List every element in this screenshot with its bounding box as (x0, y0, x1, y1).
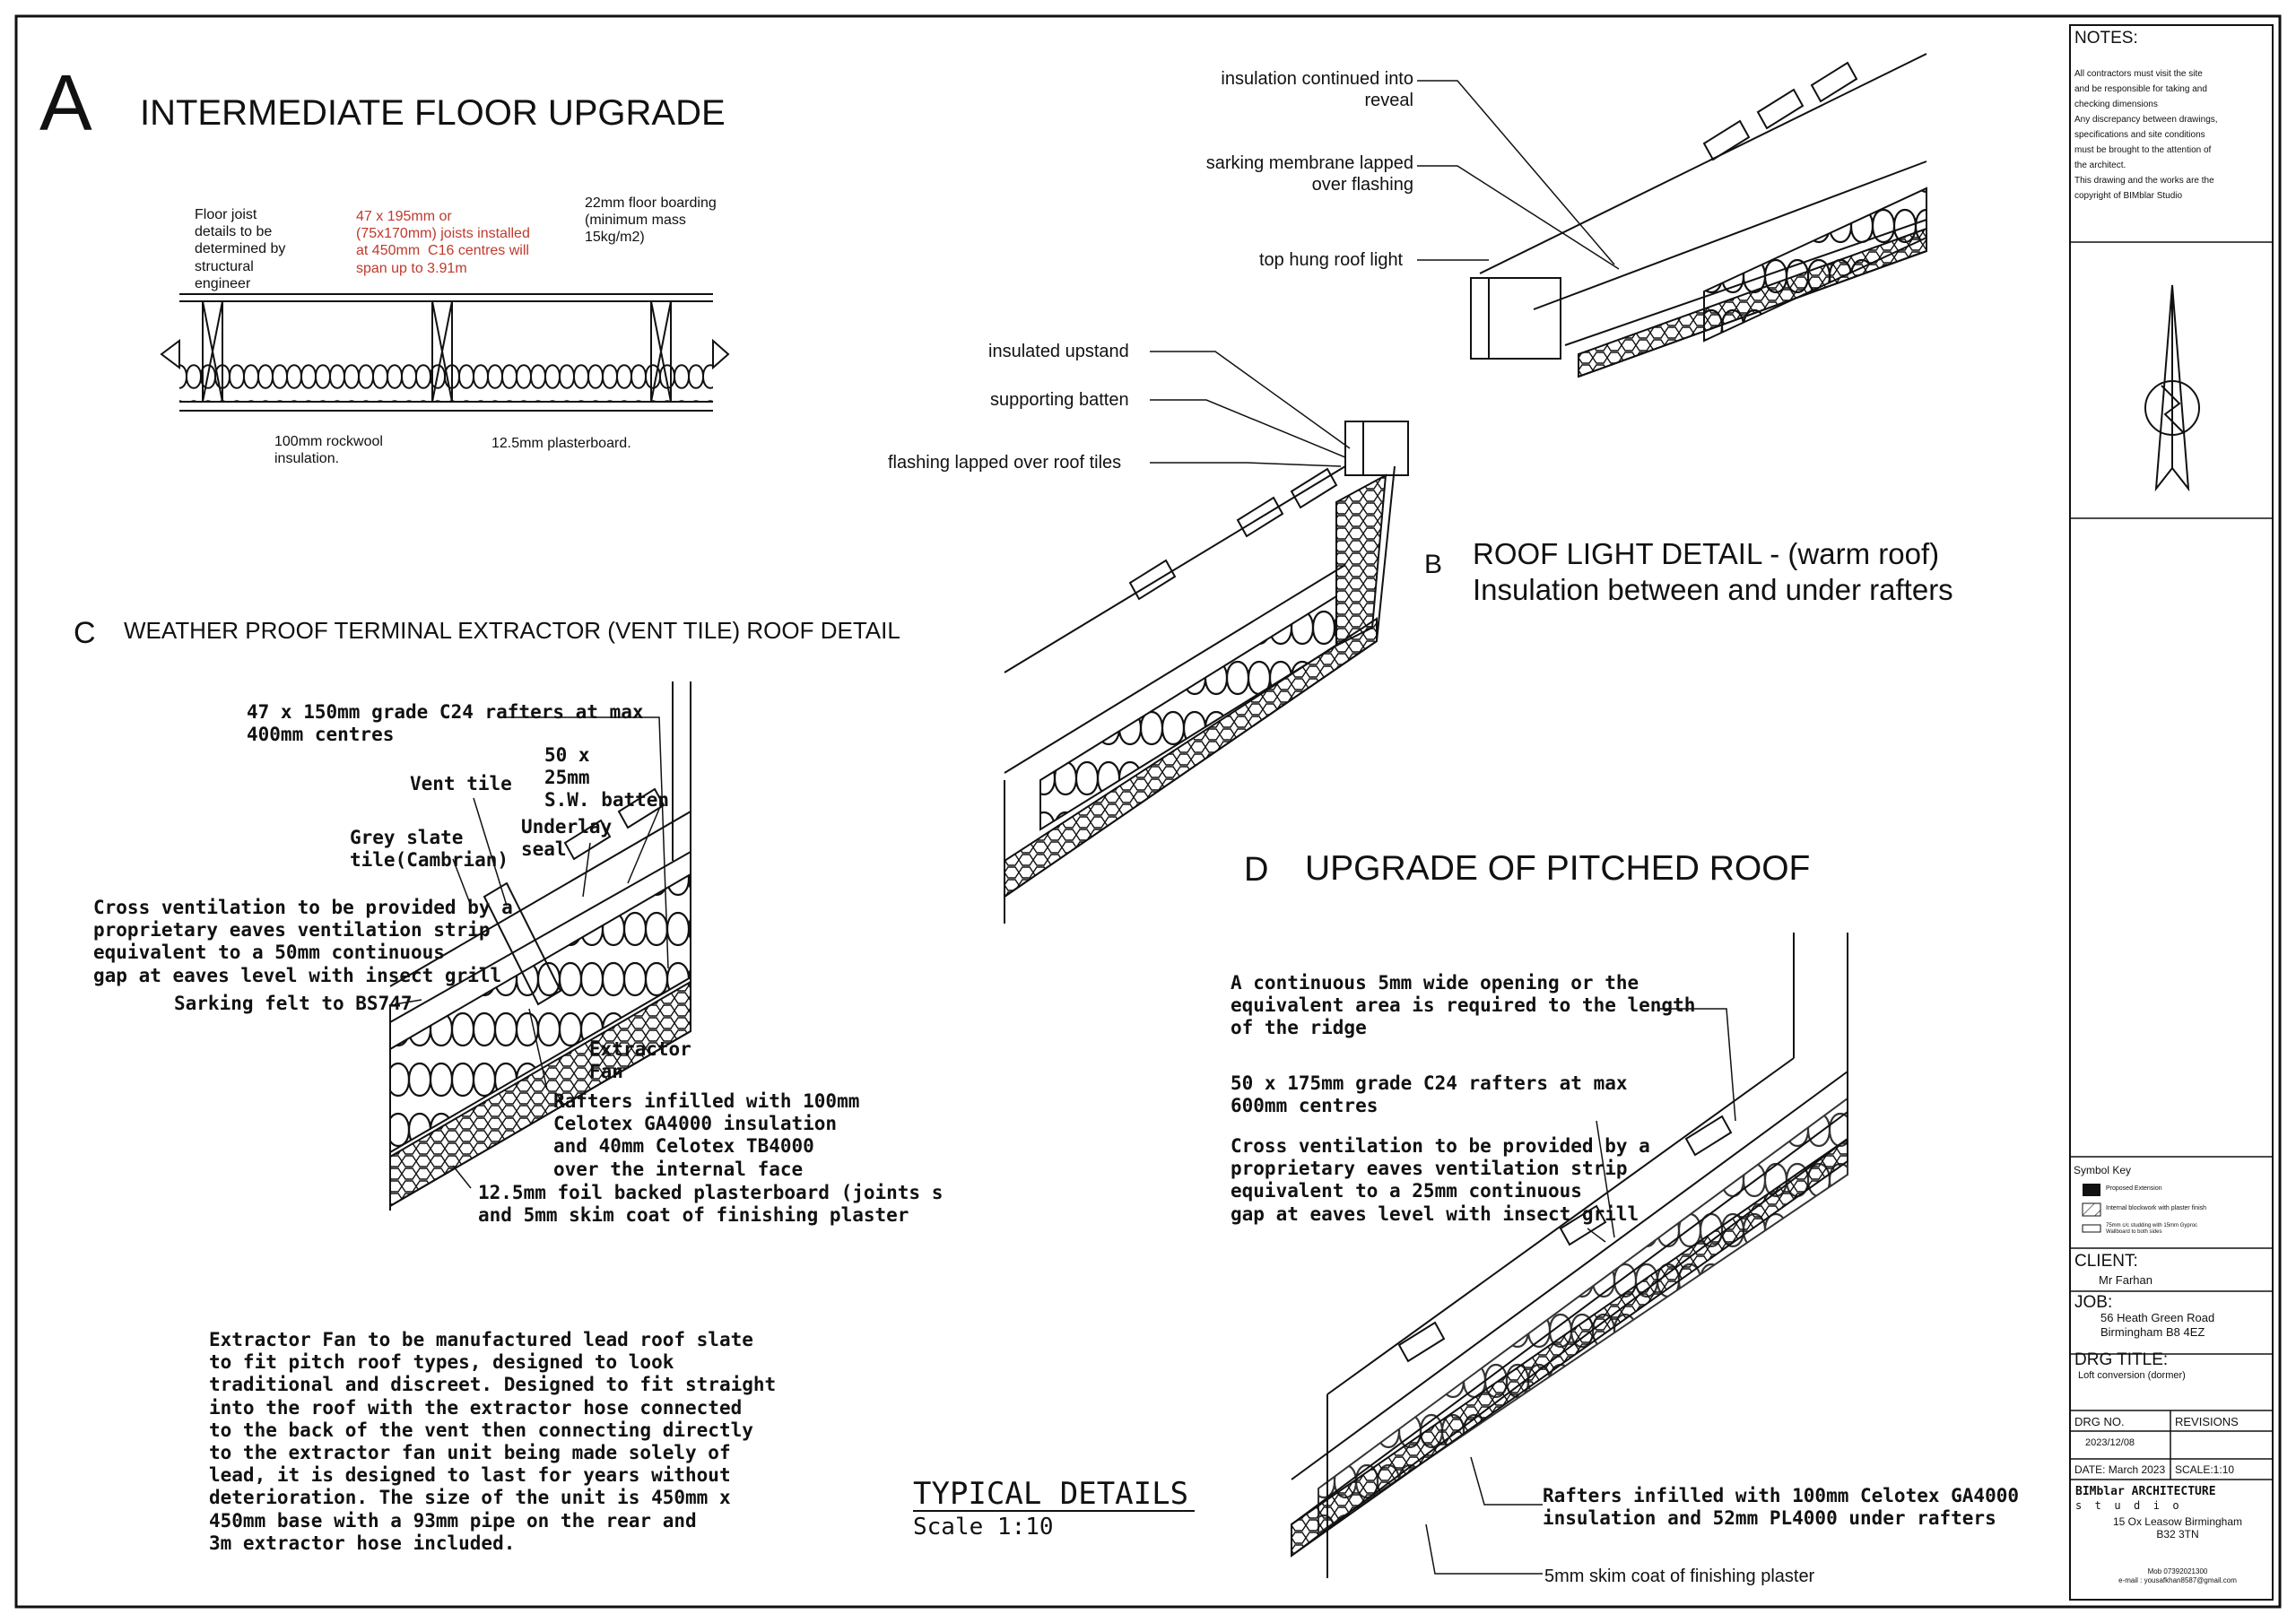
section-a-letter: A (39, 58, 92, 147)
section-b-subtitle: Insulation between and under rafters (1473, 573, 1953, 606)
note-d-ridge-opening: A continuous 5mm wide opening or the equ… (1231, 972, 1696, 1039)
symbol-key-item: Internal blockwork with plaster finish (2106, 1205, 2207, 1211)
note-extractor-description: Extractor Fan to be manufactured lead ro… (209, 1329, 777, 1554)
client-name: Mr Farhan (2099, 1273, 2152, 1287)
section-b-letter: B (1424, 550, 1443, 579)
practice-contact: Mob 07392021300 e-mail : yousafkhan8587@… (2118, 1567, 2237, 1584)
note-c-rafters: 47 x 150mm grade C24 rafters at max 400m… (247, 701, 644, 746)
notes-heading: NOTES: (2074, 29, 2138, 48)
practice-name: BIMblar ARCHITECTURE (2075, 1485, 2216, 1498)
note-grey-slate: Grey slate tile(Cambrian) (350, 827, 509, 872)
drg-title: Loft conversion (dormer) (2078, 1370, 2186, 1381)
note-sarking-felt: Sarking felt to BS747 (174, 993, 413, 1014)
note-foil-plasterboard: 12.5mm foil backed plasterboard (joints … (478, 1182, 944, 1227)
typical-details-scale: Scale 1:10 (913, 1514, 1054, 1541)
label-supporting-batten: supporting batten (990, 390, 1129, 410)
note-c-infill: Rafters infilled with 100mm Celotex GA40… (553, 1090, 860, 1180)
section-c-title: WEATHER PROOF TERMINAL EXTRACTOR (VENT T… (124, 617, 900, 644)
typical-details-title: TYPICAL DETAILS (913, 1476, 1189, 1512)
label-sarking-membrane: sarking membrane lapped over flashing (1205, 153, 1413, 195)
note-d-infill: Rafters infilled with 100mm Celotex GA40… (1543, 1485, 2020, 1530)
note-c-cross-ventilation: Cross ventilation to be provided by a pr… (93, 897, 513, 986)
note-d-cross-ventilation: Cross ventilation to be provided by a pr… (1231, 1135, 1650, 1225)
symbol-key-heading: Symbol Key (2074, 1164, 2132, 1176)
label-flashing: flashing lapped over roof tiles (888, 453, 1122, 473)
symbol-key-item: Proposed Extension (2106, 1185, 2162, 1192)
practice-studio: s t u d i o (2075, 1499, 2179, 1512)
section-d-letter: D (1244, 851, 1269, 889)
note-d-rafters: 50 x 175mm grade C24 rafters at max 600m… (1231, 1072, 1628, 1117)
symbol-key-item: 75mm c/c studding with 15mm Gyproc Wallb… (2106, 1223, 2198, 1236)
section-c-letter: C (74, 616, 96, 650)
revisions-label: REVISIONS (2175, 1415, 2239, 1428)
drg-no-label: DRG NO. (2074, 1415, 2125, 1428)
north-arrow-icon (2144, 284, 2200, 492)
drawing-scale: SCALE:1:10 (2175, 1463, 2235, 1476)
client-label: CLIENT: (2074, 1252, 2138, 1271)
section-b-title: ROOF LIGHT DETAIL - (warm roof) (1473, 537, 1940, 570)
note-batten: 50 x 25mm S.W. batten (544, 744, 670, 812)
note-floor-joist: Floor joist details to be determined by … (195, 207, 286, 291)
section-d-title: UPGRADE OF PITCHED ROOF (1305, 849, 1811, 888)
note-vent-tile: Vent tile (410, 773, 512, 794)
note-rockwool: 100mm rockwool insulation. (274, 434, 383, 467)
label-insulated-upstand: insulated upstand (988, 342, 1129, 361)
note-floor-boarding: 22mm floor boarding (minimum mass 15kg/m… (585, 195, 717, 246)
drg-no: 2023/12/08 (2085, 1437, 2135, 1448)
note-extractor-fan: Extractor Fan (589, 1038, 691, 1083)
section-a-title: INTERMEDIATE FLOOR UPGRADE (140, 93, 726, 133)
note-underlay: Underlay seal (521, 816, 613, 861)
label-insulation-reveal: insulation continued into reveal (1221, 69, 1413, 110)
job-label: JOB: (2074, 1293, 2113, 1312)
practice-address: 15 Ox Leasow Birmingham B32 3TN (2112, 1515, 2243, 1541)
note-joists-installed: 47 x 195mm or (75x170mm) joists installe… (356, 209, 530, 276)
note-plasterboard: 12.5mm plasterboard. (491, 436, 631, 451)
drg-title-label: DRG TITLE: (2074, 1350, 2169, 1369)
drawing-date: DATE: March 2023 (2074, 1463, 2166, 1476)
note-d-skim: 5mm skim coat of finishing plaster (1544, 1567, 1815, 1586)
label-top-hung-roof-light: top hung roof light (1259, 250, 1404, 270)
notes-text: All contractors must visit the site and … (2074, 69, 2218, 201)
job-address: 56 Heath Green Road Birmingham B8 4EZ (2100, 1311, 2215, 1339)
